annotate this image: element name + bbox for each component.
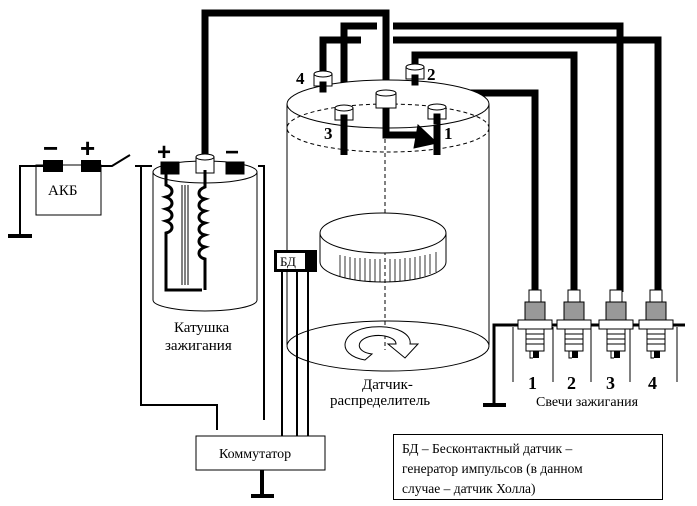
hall-sensor: БД xyxy=(274,250,317,437)
secondary-winding xyxy=(197,170,211,290)
distributor-center-terminal xyxy=(375,89,397,109)
spark-plugs-label: Свечи зажигания xyxy=(536,395,639,410)
commutator-label: Коммутатор xyxy=(219,447,291,462)
ignition-switch xyxy=(101,154,131,167)
primary-winding xyxy=(160,174,202,292)
terminal-label-3: 3 xyxy=(324,124,333,143)
coil-plus-sign: + xyxy=(157,139,171,166)
hv-wire-4 xyxy=(319,36,662,292)
spark-plugs: 1 2 3 4 Свечи зажигания xyxy=(483,289,685,410)
rotor-arm xyxy=(382,108,420,139)
hv-wires xyxy=(201,9,662,292)
legend-line-2: генератор импульсов (в данном xyxy=(402,461,583,476)
coil-label-line2: зажигания xyxy=(165,338,232,354)
terminal-1 xyxy=(427,103,447,125)
battery: АКБ − + xyxy=(35,133,102,216)
terminal-label-1: 1 xyxy=(444,124,453,143)
rotation-arrow-icon xyxy=(344,326,420,361)
plug-number-1: 1 xyxy=(528,373,537,393)
ignition-coil xyxy=(135,153,265,430)
legend-box: БД – Бесконтактный датчик – генератор им… xyxy=(393,434,663,500)
plug-number-3: 3 xyxy=(606,373,615,393)
coil-minus-sign: − xyxy=(225,139,239,166)
spark-plug-4 xyxy=(638,289,674,359)
plug-number-2: 2 xyxy=(567,373,576,393)
commutator: Коммутатор xyxy=(195,435,326,498)
legend-line-1: БД – Бесконтактный датчик – xyxy=(402,441,573,456)
hv-wire-coil-center xyxy=(201,9,390,160)
distributor-label-line2: распределитель xyxy=(330,393,430,409)
terminal-3 xyxy=(334,104,354,126)
spark-plug-3 xyxy=(598,289,634,359)
rotor-arm-arrow-icon xyxy=(413,123,439,149)
distributor-label-line1: Датчик- xyxy=(362,377,413,393)
terminal-label-2: 2 xyxy=(427,65,436,84)
distributor xyxy=(286,79,490,372)
distributor-terminals xyxy=(313,63,447,126)
terminal-2 xyxy=(405,63,425,86)
terminal-4 xyxy=(313,70,333,93)
battery-minus-sign: − xyxy=(43,133,58,163)
plug-number-4: 4 xyxy=(648,373,657,393)
hall-sensor-label: БД xyxy=(280,254,296,269)
spark-plug-2 xyxy=(556,289,592,359)
battery-ground-wire xyxy=(19,165,43,236)
legend-line-3: случае – датчик Холла) xyxy=(402,481,536,496)
hall-rotor xyxy=(319,212,447,283)
terminal-label-4: 4 xyxy=(296,69,305,88)
spark-plug-1 xyxy=(517,289,553,359)
coil-center-terminal xyxy=(195,153,215,174)
coil-label-line1: Катушка xyxy=(174,320,230,336)
battery-plus-sign: + xyxy=(80,133,95,163)
battery-label: АКБ xyxy=(48,183,77,199)
